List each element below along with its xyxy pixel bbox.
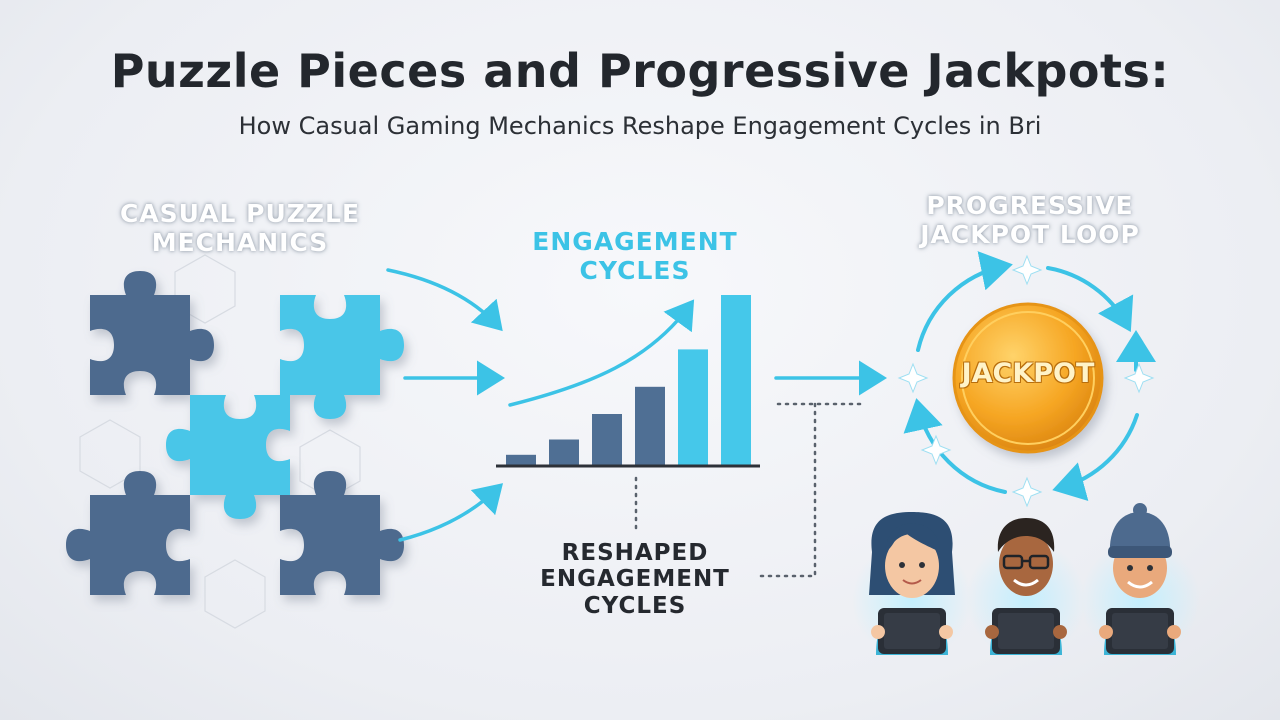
page-subtitle: How Casual Gaming Mechanics Reshape Enga…: [238, 112, 1042, 140]
loop-arrow: [903, 398, 1007, 494]
jackpot-coin-text: JACKPOT: [961, 358, 1095, 389]
sparkle-icon: [1011, 476, 1043, 508]
jackpot-loop-label: PROGRESSIVE JACKPOT LOOP: [920, 191, 1140, 249]
sparkle-icon: [897, 362, 929, 394]
engagement-bars: [506, 295, 751, 465]
engagement-bar: [635, 386, 665, 465]
puzzle-piece-icon: [90, 271, 214, 395]
player-with-tablet-icon: [869, 512, 955, 655]
sparkle-icon: [1011, 254, 1043, 286]
reshaped-engagement-label: RESHAPED ENGAGEMENT CYCLES: [540, 540, 730, 619]
engagement-bar: [678, 349, 708, 465]
engagement-bar: [721, 295, 751, 465]
puzzle-mechanics-label: CASUAL PUZZLE MECHANICS: [119, 199, 361, 257]
loop-arrow: [1052, 413, 1139, 501]
puzzle-cluster: [66, 271, 404, 595]
dotted-connectors: [634, 402, 867, 578]
engagement-bar: [549, 439, 579, 465]
loop-arrow: [1046, 266, 1134, 333]
arrow-icon: [386, 268, 503, 332]
sparkle-icon: [920, 434, 952, 466]
engagement-bar: [506, 454, 536, 465]
page-title: Puzzle Pieces and Progressive Jackpots:: [110, 44, 1170, 98]
sparkle-icon: [1123, 362, 1155, 394]
jackpot-loop: [897, 251, 1156, 508]
jackpot-coin-icon: [952, 302, 1104, 454]
player-with-tablet-icon: [1099, 503, 1181, 655]
puzzle-piece-icon: [66, 471, 190, 595]
player-with-tablet-icon: [985, 518, 1067, 655]
puzzle-piece-icon: [280, 295, 404, 419]
puzzle-piece-icon: [280, 471, 404, 595]
engagement-cycles-label: ENGAGEMENT CYCLES: [532, 227, 738, 285]
connector-to-reshaped: [756, 402, 817, 578]
puzzle-to-engagement-arrows: [386, 268, 505, 542]
engagement-bar: [592, 414, 622, 465]
growth-trend-arrow: [508, 299, 695, 407]
engagement-bar-chart: [496, 295, 760, 468]
loop-arrow: [916, 251, 1013, 352]
arrow-icon: [398, 483, 504, 542]
players-group: [852, 503, 1200, 660]
